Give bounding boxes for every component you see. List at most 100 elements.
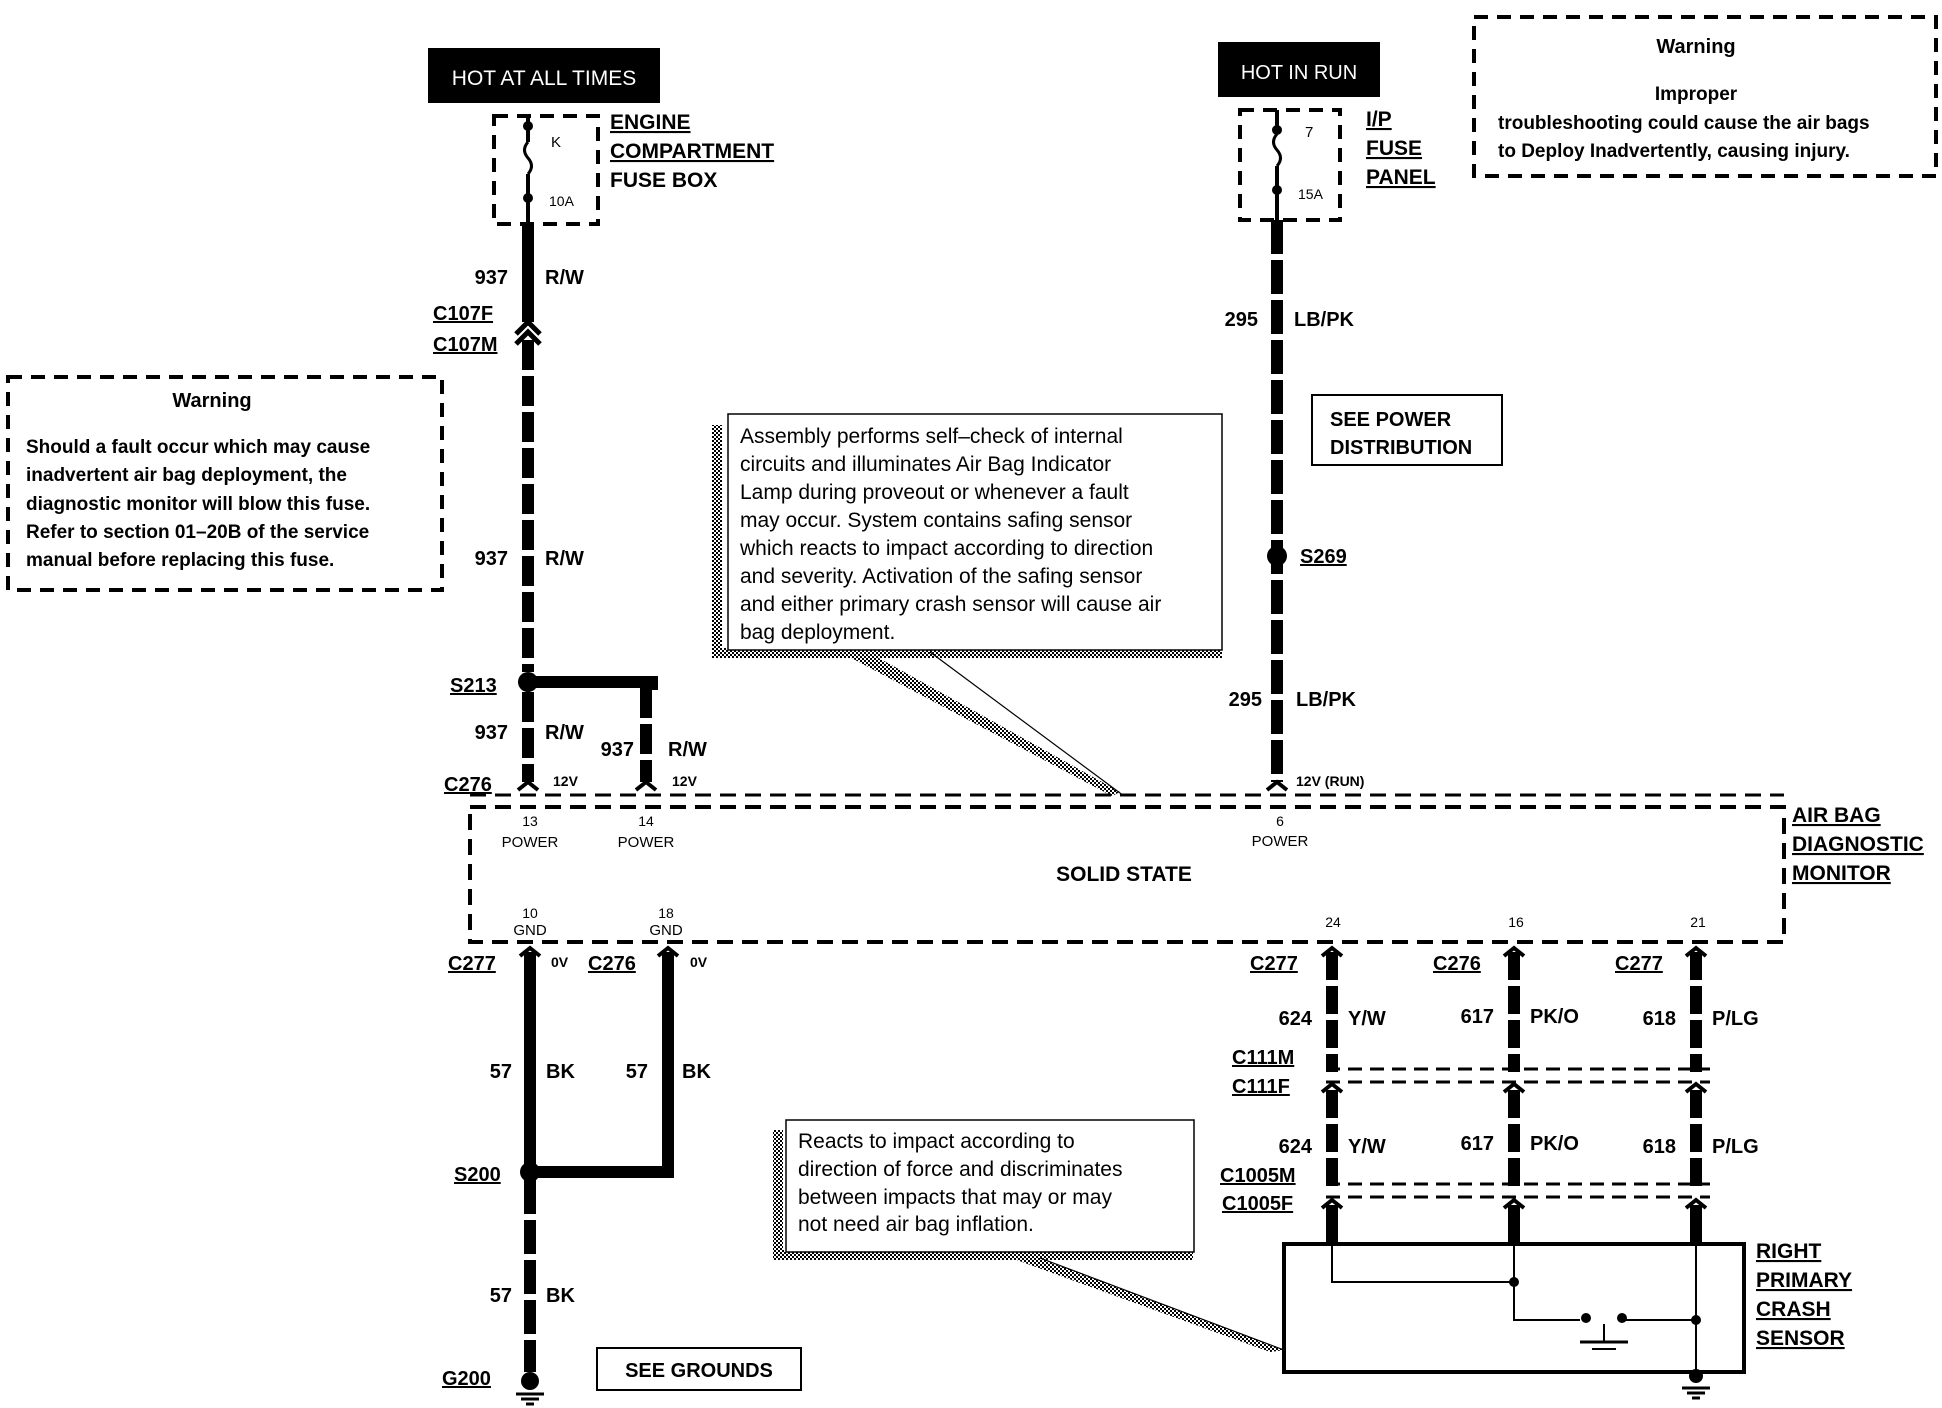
module-name-3: MONITOR <box>1792 862 1891 885</box>
w617-a-color: PK/O <box>1530 1006 1579 1028</box>
module-type: SOLID STATE <box>1056 863 1192 886</box>
sensor-note-line-1: Reacts to impact according to <box>798 1130 1075 1153</box>
see-grounds-label: SEE GROUNDS <box>625 1360 773 1382</box>
conn-c276-top: C276 <box>444 774 492 796</box>
assembly-note-line-5: which reacts to impact according to dire… <box>739 537 1153 560</box>
conn-c276-16: C276 <box>1433 953 1481 975</box>
pin-13-num: 13 <box>522 813 538 829</box>
warning-left-line-4: Refer to section 01–20B of the service <box>26 522 369 543</box>
w57-a-num: 57 <box>490 1061 512 1083</box>
w937-b-color: R/W <box>668 739 707 761</box>
assembly-note-line-1: Assembly performs self–check of internal <box>740 425 1123 448</box>
w618-b-color: P/LG <box>1712 1136 1759 1158</box>
wire-937-feed <box>514 224 658 792</box>
sensor-note-line-3: between impacts that may or may <box>798 1186 1112 1209</box>
voltage-12v-b: 12V <box>672 773 698 789</box>
wire-295-feed <box>1265 220 1289 792</box>
w57-c-num: 57 <box>490 1285 512 1307</box>
assembly-note-line-6: and severity. Activation of the safing s… <box>740 565 1142 588</box>
w624-b-color: Y/W <box>1348 1136 1386 1158</box>
ip-fuse-id: 7 <box>1305 124 1313 141</box>
sensor-note-callout: Reacts to impact according to direction … <box>773 1119 1285 1352</box>
hot-in-run-block: HOT IN RUN <box>1218 42 1380 97</box>
pin-21-num: 21 <box>1690 914 1706 930</box>
airbag-diagnostic-monitor: SOLID STATE 13 POWER 14 POWER 6 POWER 10… <box>468 793 1786 944</box>
sensor-name-4: SENSOR <box>1756 1327 1845 1350</box>
w57-b-color: BK <box>682 1061 711 1083</box>
sensor-name-2: PRIMARY <box>1756 1269 1852 1292</box>
warning-left-line-3: diagnostic monitor will blow this fuse. <box>26 494 370 515</box>
conn-c277-21: C277 <box>1615 953 1663 975</box>
assembly-note-line-3: Lamp during proveout or whenever a fault <box>740 481 1129 504</box>
warning-box-top-right: Warning Improper troubleshooting could c… <box>1472 15 1938 178</box>
see-power-line-1: SEE POWER <box>1330 409 1452 431</box>
assembly-note-line-2: circuits and illuminates Air Bag Indicat… <box>740 453 1111 476</box>
engine-fuse-label-1: ENGINE <box>610 111 691 134</box>
module-name-2: DIAGNOSTIC <box>1792 833 1924 856</box>
warning-left-title: Warning <box>172 390 251 412</box>
w937-top-color: R/W <box>545 267 584 289</box>
w617-b-color: PK/O <box>1530 1133 1579 1155</box>
ip-fuse: 7 15A I/P FUSE PANEL <box>1238 108 1436 222</box>
voltage-0v-b: 0V <box>690 954 708 970</box>
engine-fuse-label-2: COMPARTMENT <box>610 140 774 163</box>
conn-c107m: C107M <box>433 334 497 356</box>
voltage-12v-a: 12V <box>553 773 579 789</box>
pin-14-label: POWER <box>618 834 675 851</box>
w937-b-num: 937 <box>601 739 634 761</box>
sensor-note-line-4: not need air bag inflation. <box>798 1213 1034 1236</box>
warning-top-title: Warning <box>1656 36 1735 58</box>
engine-fuse-label-3: FUSE BOX <box>610 169 717 192</box>
w624-a-color: Y/W <box>1348 1008 1386 1030</box>
w295-bot-num: 295 <box>1229 689 1262 711</box>
warning-top-line-1: Improper <box>1655 84 1738 105</box>
w937-a-color: R/W <box>545 722 584 744</box>
engine-fuse: K 10A ENGINE COMPARTMENT FUSE BOX <box>492 111 774 226</box>
w617-b-num: 617 <box>1461 1133 1494 1155</box>
sensor-note-line-2: direction of force and discriminates <box>798 1158 1123 1181</box>
w617-a-num: 617 <box>1461 1006 1494 1028</box>
warning-box-left: Warning Should a fault occur which may c… <box>6 375 444 592</box>
warning-top-line-2: troubleshooting could cause the air bags <box>1498 113 1870 134</box>
w618-a-color: P/LG <box>1712 1008 1759 1030</box>
conn-c276-gnd: C276 <box>588 953 636 975</box>
voltage-12v-run: 12V (RUN) <box>1296 773 1364 789</box>
conn-c107f: C107F <box>433 303 493 325</box>
assembly-note-line-7: and either primary crash sensor will cau… <box>740 593 1161 616</box>
w937-a-num: 937 <box>475 722 508 744</box>
ip-fuse-label-3: PANEL <box>1366 166 1436 189</box>
w624-b-num: 624 <box>1279 1136 1313 1158</box>
pin-18-label: GND <box>649 922 683 939</box>
ground-g200: G200 <box>442 1368 491 1390</box>
assembly-note-callout: Assembly performs self–check of internal… <box>712 413 1223 797</box>
pin-16-num: 16 <box>1508 914 1524 930</box>
splice-s269-dot <box>1267 546 1287 566</box>
assembly-note-line-4: may occur. System contains safing sensor <box>740 509 1132 532</box>
engine-fuse-rating: 10A <box>549 193 575 209</box>
splice-s269: S269 <box>1300 546 1347 568</box>
assembly-note-line-8: bag deployment. <box>740 621 895 644</box>
pin-18-num: 18 <box>658 905 674 921</box>
conn-c1005m: C1005M <box>1220 1165 1296 1187</box>
ip-fuse-rating: 15A <box>1298 186 1324 202</box>
warning-left-line-2: inadvertent air bag deployment, the <box>26 465 347 486</box>
pin-13-label: POWER <box>502 834 559 851</box>
w295-bot-color: LB/PK <box>1296 689 1357 711</box>
w618-a-num: 618 <box>1643 1008 1676 1030</box>
w57-a-color: BK <box>546 1061 575 1083</box>
pin-14-num: 14 <box>638 813 654 829</box>
splice-s200: S200 <box>454 1164 501 1186</box>
w618-b-num: 618 <box>1643 1136 1676 1158</box>
conn-c277-gnd: C277 <box>448 953 496 975</box>
splice-s213-dot <box>518 672 538 692</box>
voltage-0v-a: 0V <box>551 954 569 970</box>
sensor-name-3: CRASH <box>1756 1298 1831 1321</box>
ip-fuse-label-2: FUSE <box>1366 137 1422 160</box>
right-primary-crash-sensor <box>1282 1242 1746 1400</box>
splice-s213: S213 <box>450 675 497 697</box>
ip-fuse-label-1: I/P <box>1366 108 1392 131</box>
w295-top-color: LB/PK <box>1294 309 1355 331</box>
see-power-distribution-ref: SEE POWER DISTRIBUTION <box>1311 394 1503 466</box>
warning-left-line-1: Should a fault occur which may cause <box>26 437 370 458</box>
